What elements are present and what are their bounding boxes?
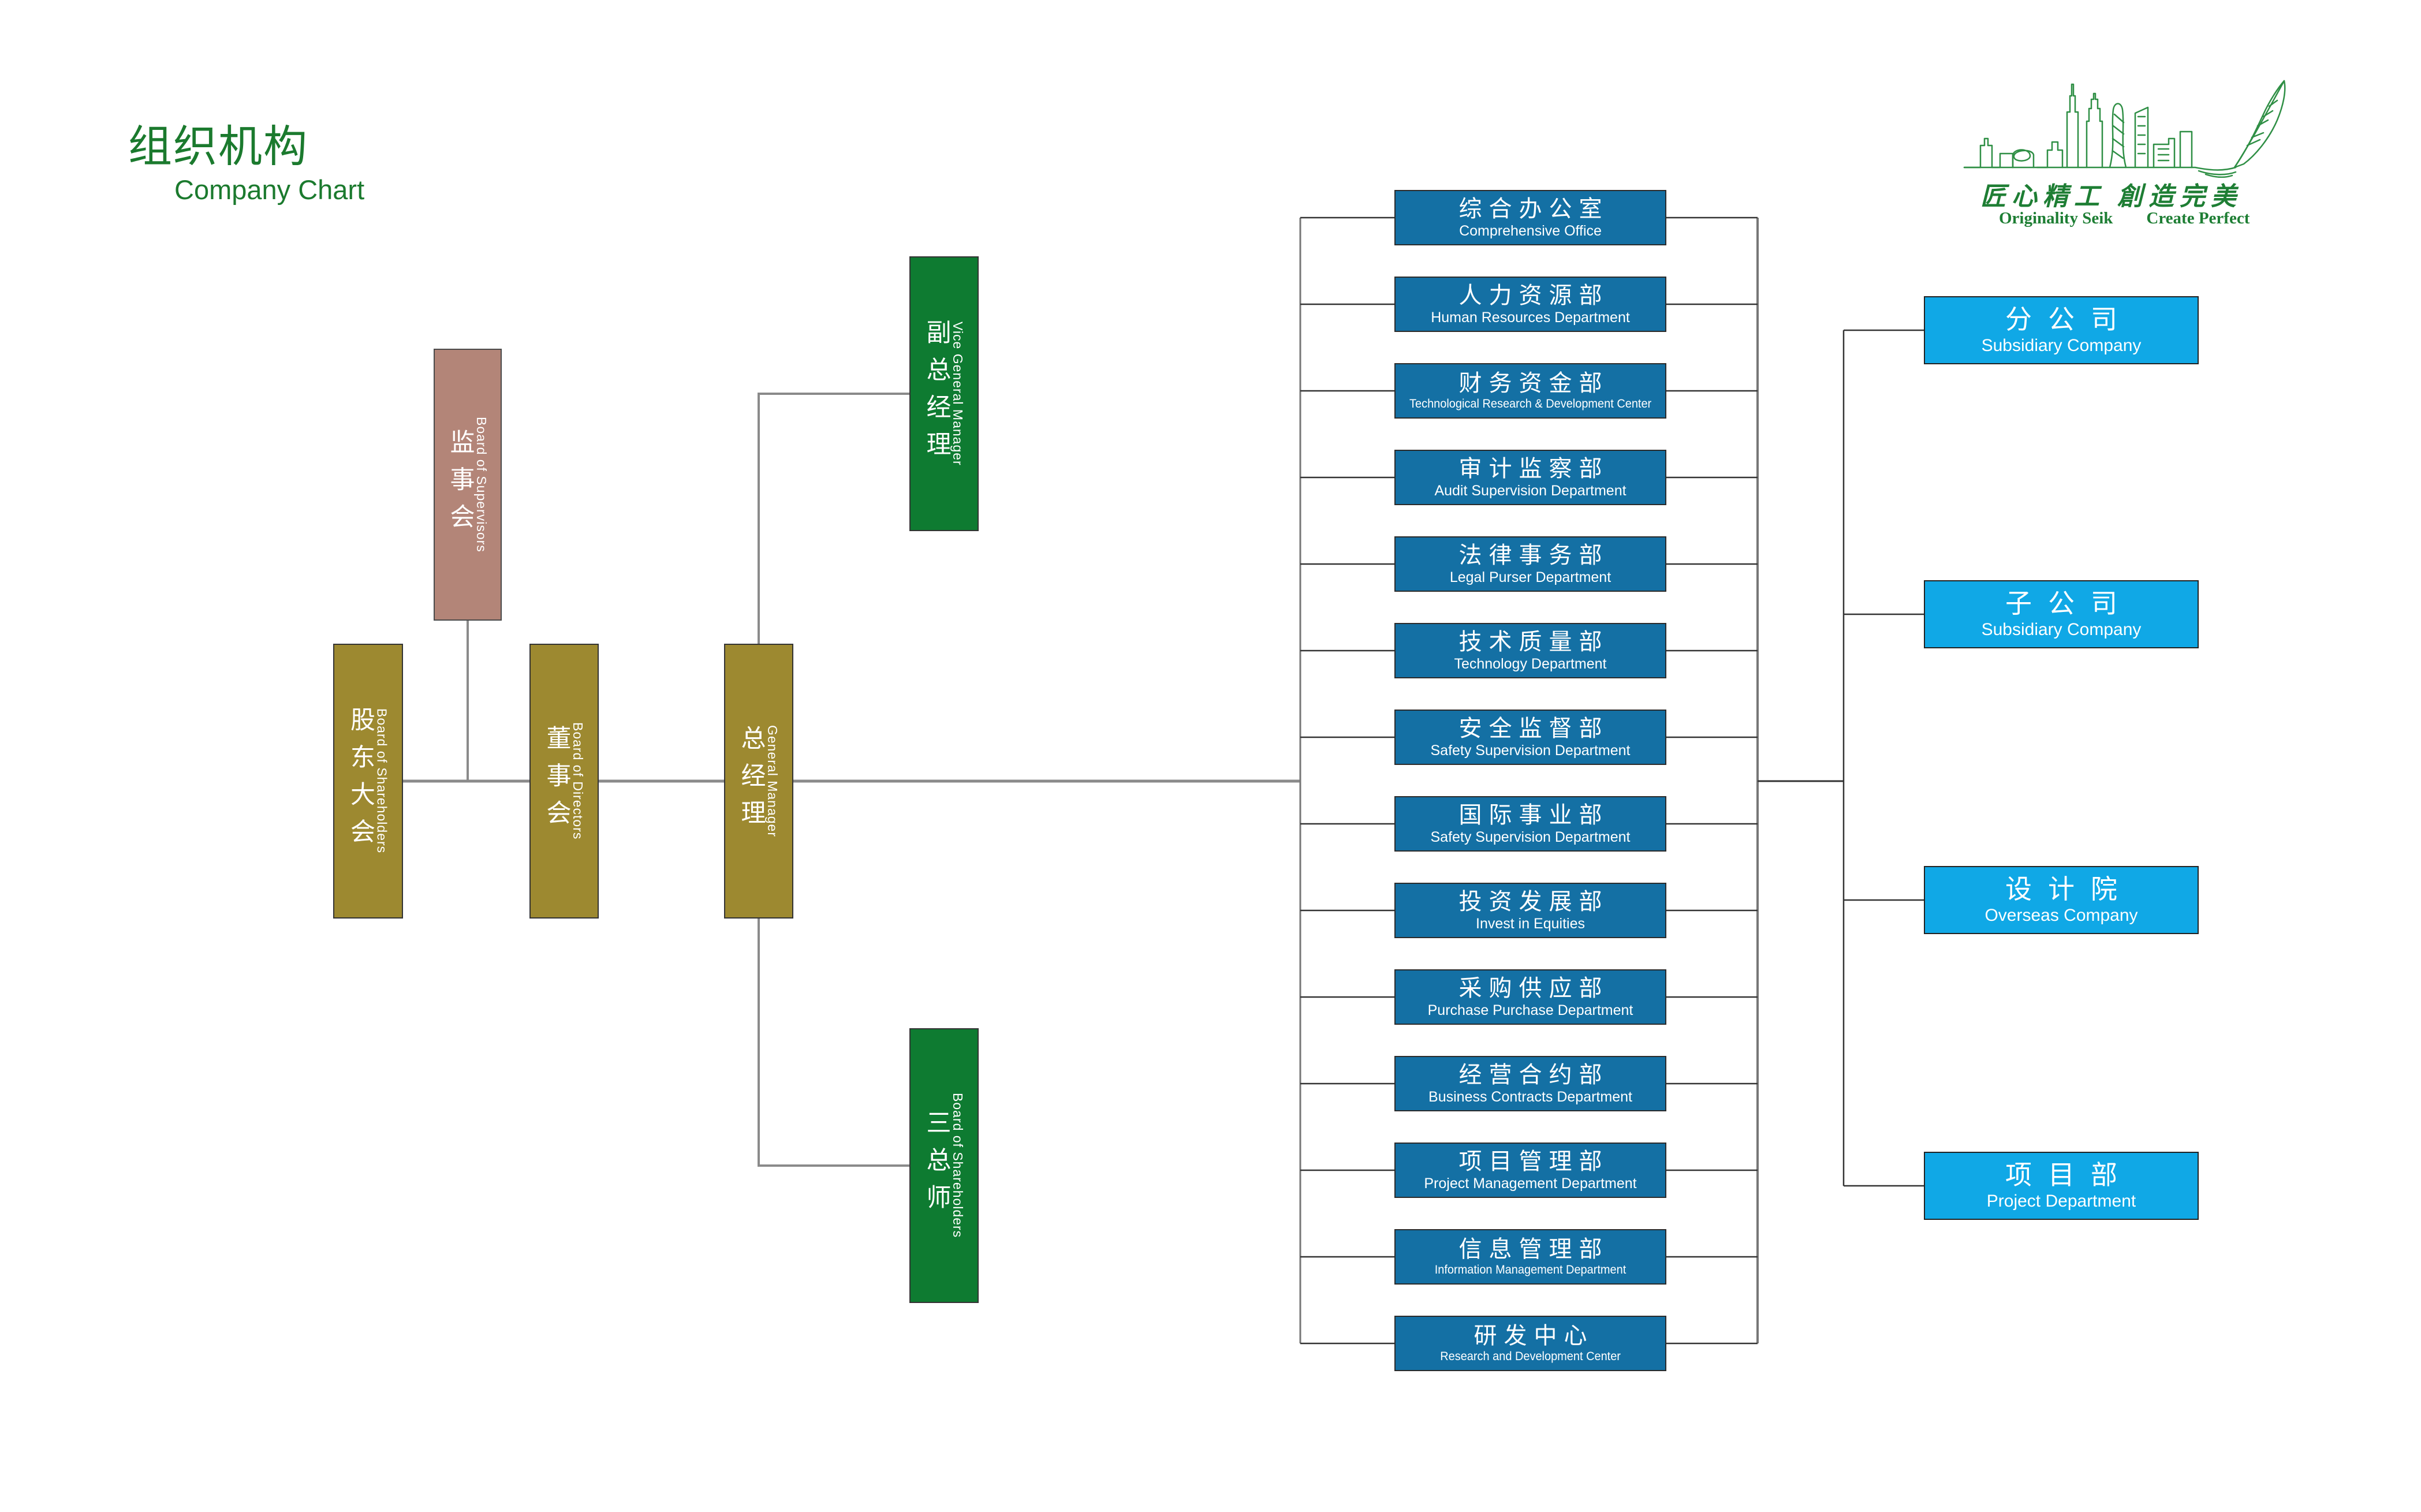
stub-lines (1300, 216, 1925, 1345)
page-title-cn: 组织机构 (128, 122, 308, 171)
department-label-cn: 审计监察部 (1458, 456, 1609, 481)
department-bar: 综合办公室 Comprehensive Office (1394, 190, 1666, 245)
department-label-en: Safety Supervision Department (1430, 742, 1631, 759)
gm-to-chiefs-line (758, 919, 909, 1167)
department-label-en: Project Management Department (1424, 1175, 1637, 1192)
department-bar: 财务资金部 Technological Research & Developme… (1394, 363, 1666, 419)
node-general-manager: 总经理 General Manager (724, 644, 793, 919)
department-label-en: Purchase Purchase Department (1427, 1002, 1633, 1018)
node-label-en: Board of Directors (570, 722, 585, 840)
node-label-en: Board of Shareholders (950, 1093, 965, 1238)
logo-slogan-en: Originality Seik Create Perfect (1999, 209, 2299, 228)
department-bar: 审计监察部 Audit Supervision Department (1394, 450, 1666, 505)
node-label-en: Vice General Manager (950, 322, 965, 466)
department-label-en: Business Contracts Department (1428, 1088, 1632, 1105)
node-label-en: Board of Supervisors (474, 417, 489, 552)
department-bar: 采购供应部 Purchase Purchase Department (1394, 969, 1666, 1025)
department-bar: 项目管理部 Project Management Department (1394, 1143, 1666, 1198)
company-label-en: Subsidiary Company (1981, 620, 2142, 640)
node-label-cn: 股东大会 (346, 707, 375, 856)
department-bar: 技术质量部 Technology Department (1394, 623, 1666, 678)
node-board-of-directors: 董事会 Board of Directors (529, 644, 599, 919)
department-bar: 经营合约部 Business Contracts Department (1394, 1056, 1666, 1111)
department-bar: 信息管理部 Information Management Department (1394, 1229, 1666, 1285)
node-vice-general-manager: 副总经理 Vice General Manager (909, 256, 979, 531)
company-bar: 分公司 Subsidiary Company (1924, 296, 2199, 364)
department-label-en: Legal Purser Department (1449, 569, 1611, 585)
department-label-cn: 经营合约部 (1458, 1062, 1609, 1088)
department-label-cn: 人力资源部 (1458, 282, 1609, 308)
department-bar: 人力资源部 Human Resources Department (1394, 277, 1666, 332)
node-label-cn: 监事会 (446, 428, 474, 541)
node-label-cn: 总经理 (737, 725, 765, 837)
department-bar: 投资发展部 Invest in Equities (1394, 883, 1666, 938)
page-title: 组织机构 Company Chart (128, 124, 364, 206)
department-label-en: Audit Supervision Department (1434, 482, 1627, 499)
department-label-en: Information Management Department (1434, 1263, 1627, 1276)
node-label-cn: 副总经理 (923, 319, 950, 468)
department-label-cn: 国际事业部 (1458, 802, 1609, 828)
node-three-chiefs: 三总师 Board of Shareholders (909, 1028, 979, 1303)
logo-slogan-en-right: Create Perfect (2146, 209, 2250, 227)
department-label-en: Comprehensive Office (1459, 222, 1602, 239)
department-label-cn: 安全监督部 (1458, 715, 1609, 741)
department-label-en: Technological Research & Development Cen… (1409, 397, 1652, 410)
logo-slogan-en-left: Originality Seik (1999, 209, 2113, 227)
department-bar: 安全监督部 Safety Supervision Department (1394, 710, 1666, 765)
department-label-cn: 综合办公室 (1458, 196, 1609, 222)
department-label-cn: 法律事务部 (1458, 542, 1609, 568)
department-label-cn: 采购供应部 (1458, 975, 1609, 1001)
node-label-en: Board of Shareholders (374, 708, 390, 854)
company-bar: 子公司 Subsidiary Company (1924, 580, 2199, 648)
department-bar: 法律事务部 Legal Purser Department (1394, 536, 1666, 592)
company-logo: 匠心精工 創造完美 Originality Seik Create Perfect (1963, 68, 2298, 241)
gm-to-vgm-line (758, 393, 909, 644)
department-label-en: Safety Supervision Department (1430, 828, 1631, 845)
node-label-en: General Manager (765, 725, 780, 837)
node-board-of-shareholders: 股东大会 Board of Shareholders (333, 644, 403, 919)
company-label-cn: 项目部 (2005, 1159, 2133, 1190)
department-label-cn: 研发中心 (1474, 1323, 1594, 1349)
company-label-cn: 子公司 (2005, 588, 2133, 618)
company-label-en: Subsidiary Company (1981, 336, 2142, 356)
department-bar: 国际事业部 Safety Supervision Department (1394, 796, 1666, 852)
skyline-feather-art (1963, 80, 2286, 178)
node-label-cn: 三总师 (923, 1110, 950, 1222)
department-label-cn: 投资发展部 (1458, 888, 1609, 914)
company-label-en: Overseas Company (1984, 906, 2138, 925)
department-bar: 研发中心 Research and Development Center (1394, 1316, 1666, 1371)
company-label-cn: 设计院 (2005, 873, 2133, 904)
department-label-en: Research and Development Center (1440, 1349, 1621, 1363)
department-label-en: Technology Department (1454, 655, 1607, 672)
node-label-cn: 董事会 (543, 725, 570, 837)
department-label-cn: 项目管理部 (1458, 1148, 1609, 1174)
company-bar: 项目部 Project Department (1924, 1152, 2199, 1220)
node-board-of-supervisors: 监事会 Board of Supervisors (434, 349, 502, 621)
department-label-cn: 技术质量部 (1458, 629, 1609, 655)
department-label-cn: 信息管理部 (1458, 1236, 1609, 1262)
logo-slogan-cn: 匠心精工 創造完美 (1980, 182, 2242, 211)
department-label-cn: 财务资金部 (1458, 370, 1609, 396)
page-title-en: Company Chart (174, 174, 365, 205)
company-label-cn: 分公司 (2005, 304, 2133, 334)
department-label-en: Human Resources Department (1431, 309, 1630, 326)
company-label-en: Project Department (1986, 1192, 2136, 1211)
company-bar: 设计院 Overseas Company (1924, 866, 2199, 934)
department-label-en: Invest in Equities (1476, 915, 1585, 932)
